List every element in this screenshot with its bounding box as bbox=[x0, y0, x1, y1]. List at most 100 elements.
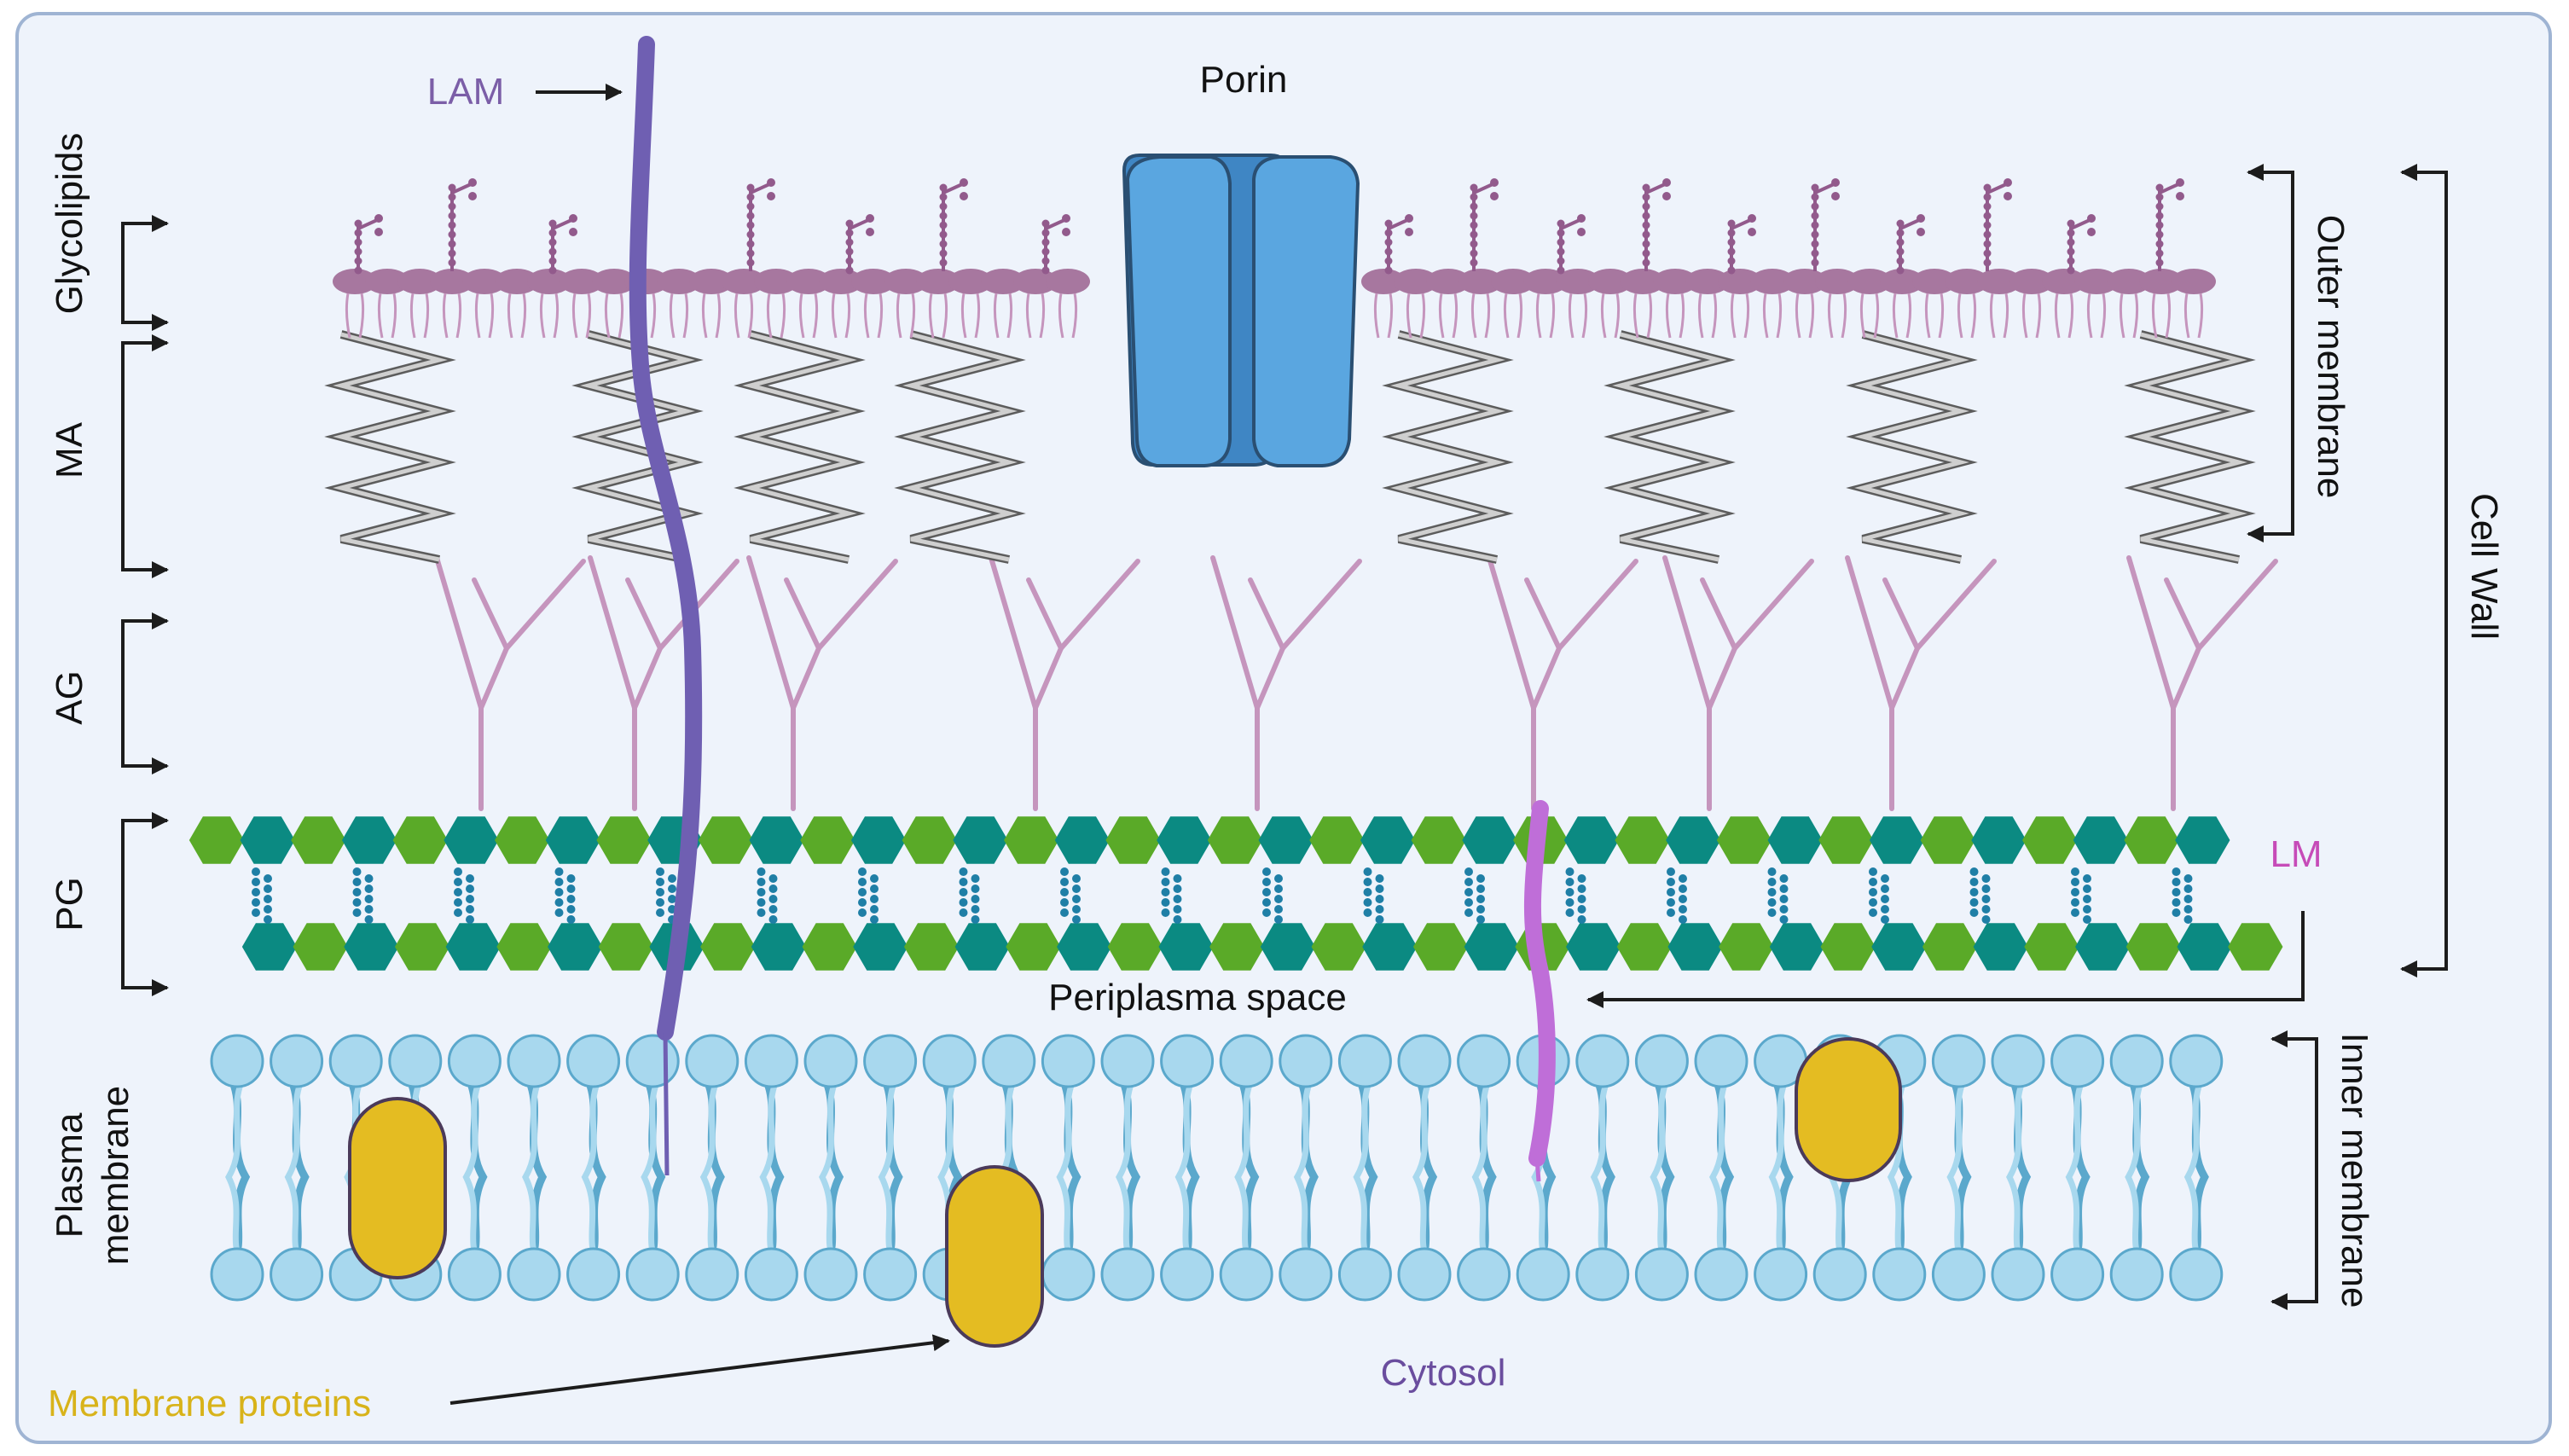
arabinogalactan-layer bbox=[434, 555, 2278, 811]
pg-sugar-hexagon bbox=[188, 816, 245, 864]
arabinogalactan-branch bbox=[434, 555, 586, 811]
membrane-protein bbox=[1795, 1037, 1902, 1182]
pg-sugar-hexagon bbox=[392, 816, 448, 864]
mycolic-acid-chain bbox=[1382, 330, 1514, 564]
glycolipid-tail bbox=[1795, 293, 1815, 339]
phospholipid bbox=[1575, 1034, 1630, 1302]
pg-sugar-hexagon bbox=[1719, 923, 1774, 971]
mycolic-acid-chain bbox=[734, 330, 866, 564]
pg-sugar-hexagon bbox=[2175, 816, 2230, 864]
pg-peptide-crosslink bbox=[858, 867, 879, 924]
lm-label: LM bbox=[2270, 833, 2322, 875]
pg-sugar-hexagon bbox=[496, 923, 552, 971]
phospholipid bbox=[2169, 1034, 2224, 1302]
pg-sugar-hexagon bbox=[2024, 923, 2079, 971]
glycolipid-head bbox=[1718, 269, 1762, 294]
glycolipid-tail bbox=[1503, 293, 1523, 339]
glycolipid-head bbox=[754, 269, 798, 294]
mycolic-acid-chain bbox=[1603, 330, 1736, 564]
glycolipid-sugar-chain bbox=[1384, 214, 1413, 275]
glycolipid-sugar-chain bbox=[746, 178, 775, 271]
phospholipid bbox=[685, 1034, 739, 1302]
glycolipid-head bbox=[851, 269, 896, 294]
glycolipid-head bbox=[430, 269, 474, 294]
arabinogalactan-branch bbox=[2126, 555, 2278, 811]
pg-peptide-crosslink bbox=[1969, 867, 1991, 924]
pg-sugar-hexagon bbox=[2073, 816, 2129, 864]
pg-sugar-hexagon bbox=[444, 816, 499, 864]
glycolipid-head bbox=[1013, 269, 1058, 294]
glycolipid-tail bbox=[701, 293, 722, 339]
pg-sugar-hexagon bbox=[1616, 923, 1673, 971]
glycolipid-head bbox=[722, 269, 766, 294]
phospholipid bbox=[803, 1034, 858, 1302]
pg-sugar-hexagon bbox=[1105, 816, 1161, 864]
glycolipid-head bbox=[2172, 269, 2216, 294]
glycolipid-tail bbox=[2021, 293, 2042, 339]
glycolipid-head bbox=[657, 269, 701, 294]
pg-peptide-crosslink bbox=[2071, 867, 2091, 924]
pg-sugar-hexagon bbox=[700, 923, 756, 971]
pg-sugar-hexagon bbox=[1411, 816, 1466, 864]
glycolipid-layer bbox=[333, 178, 2216, 339]
phospholipid bbox=[447, 1034, 502, 1302]
glycolipid-head bbox=[1556, 269, 1600, 294]
pg-sugar-hexagon bbox=[751, 923, 807, 971]
pg-peptide-crosslink bbox=[352, 867, 374, 924]
glycolipid-head bbox=[916, 269, 960, 294]
pg-sugar-hexagon bbox=[850, 816, 907, 864]
glycolipid-sugar-chain bbox=[1470, 178, 1499, 271]
pg-peptide-crosslink bbox=[1060, 867, 1081, 924]
glycolipid-tail bbox=[1438, 293, 1458, 339]
pg-sugar-hexagon bbox=[1054, 816, 1111, 864]
pg-sugar-hexagon bbox=[698, 816, 754, 864]
mycolic-acid-chain bbox=[324, 330, 456, 564]
glycolipid-head bbox=[527, 269, 571, 294]
glycolipid-sugar-chain bbox=[1983, 178, 2012, 271]
lm-molecule bbox=[1523, 800, 1556, 1167]
pg-sugar-hexagon bbox=[291, 816, 346, 864]
glycolipid-head bbox=[1621, 269, 1665, 294]
pg-sugar-hexagon bbox=[548, 923, 603, 971]
glycolipid-tail bbox=[993, 293, 1013, 339]
glycolipid-sugar-chain bbox=[845, 214, 874, 275]
pg-sugar-hexagon bbox=[240, 816, 295, 864]
glycolipid-tail bbox=[1665, 293, 1685, 339]
membrane-proteins bbox=[348, 1037, 1902, 1348]
cell-wall-label: Cell Wall bbox=[2463, 493, 2505, 640]
pg-sugar-hexagon bbox=[1311, 923, 1366, 971]
pg-peptide-crosslink bbox=[1869, 867, 1889, 924]
glycolipid-sugar-chain bbox=[354, 214, 383, 275]
glycolipid-tail bbox=[2119, 293, 2139, 339]
lam-label: LAM bbox=[427, 71, 504, 113]
glycolipid-tail bbox=[734, 293, 754, 339]
pg-sugar-hexagon bbox=[1716, 816, 1772, 864]
glycolipid-head bbox=[462, 269, 507, 294]
glycolipid-tail bbox=[1373, 293, 1394, 339]
glycolipid-head bbox=[786, 269, 831, 294]
membrane-proteins-pointer-arrow bbox=[449, 1334, 950, 1405]
phospholipid bbox=[1279, 1034, 1333, 1302]
pg-sugar-hexagon bbox=[1107, 923, 1163, 971]
glycolipid-head bbox=[1750, 269, 1795, 294]
pg-peptide-crosslink bbox=[757, 867, 778, 924]
pg-sugar-hexagon bbox=[241, 923, 298, 971]
phospholipid bbox=[210, 1034, 264, 1302]
mycolic-acid-chain bbox=[1846, 330, 1978, 564]
pg-sugar-hexagon bbox=[749, 816, 804, 864]
phospholipid bbox=[566, 1034, 621, 1302]
glycolipid-head bbox=[689, 269, 734, 294]
pg-sugar-hexagon bbox=[1258, 816, 1313, 864]
pg-sugar-hexagon bbox=[2124, 816, 2179, 864]
glycolipid-sugar-chain bbox=[2155, 178, 2184, 271]
glycolipid-sugar-chain bbox=[1896, 214, 1925, 275]
glycolipid-tail bbox=[1892, 293, 1912, 339]
glycolipid-tail bbox=[1058, 293, 1078, 339]
phospholipid bbox=[1634, 1034, 1689, 1302]
glycolipid-tail bbox=[539, 293, 560, 339]
glycolipid-tail bbox=[507, 293, 527, 339]
glycolipid-sugar-chain bbox=[1041, 214, 1070, 275]
pg-sugar-hexagon bbox=[802, 923, 857, 971]
pg-sugar-hexagon bbox=[1920, 816, 1975, 864]
